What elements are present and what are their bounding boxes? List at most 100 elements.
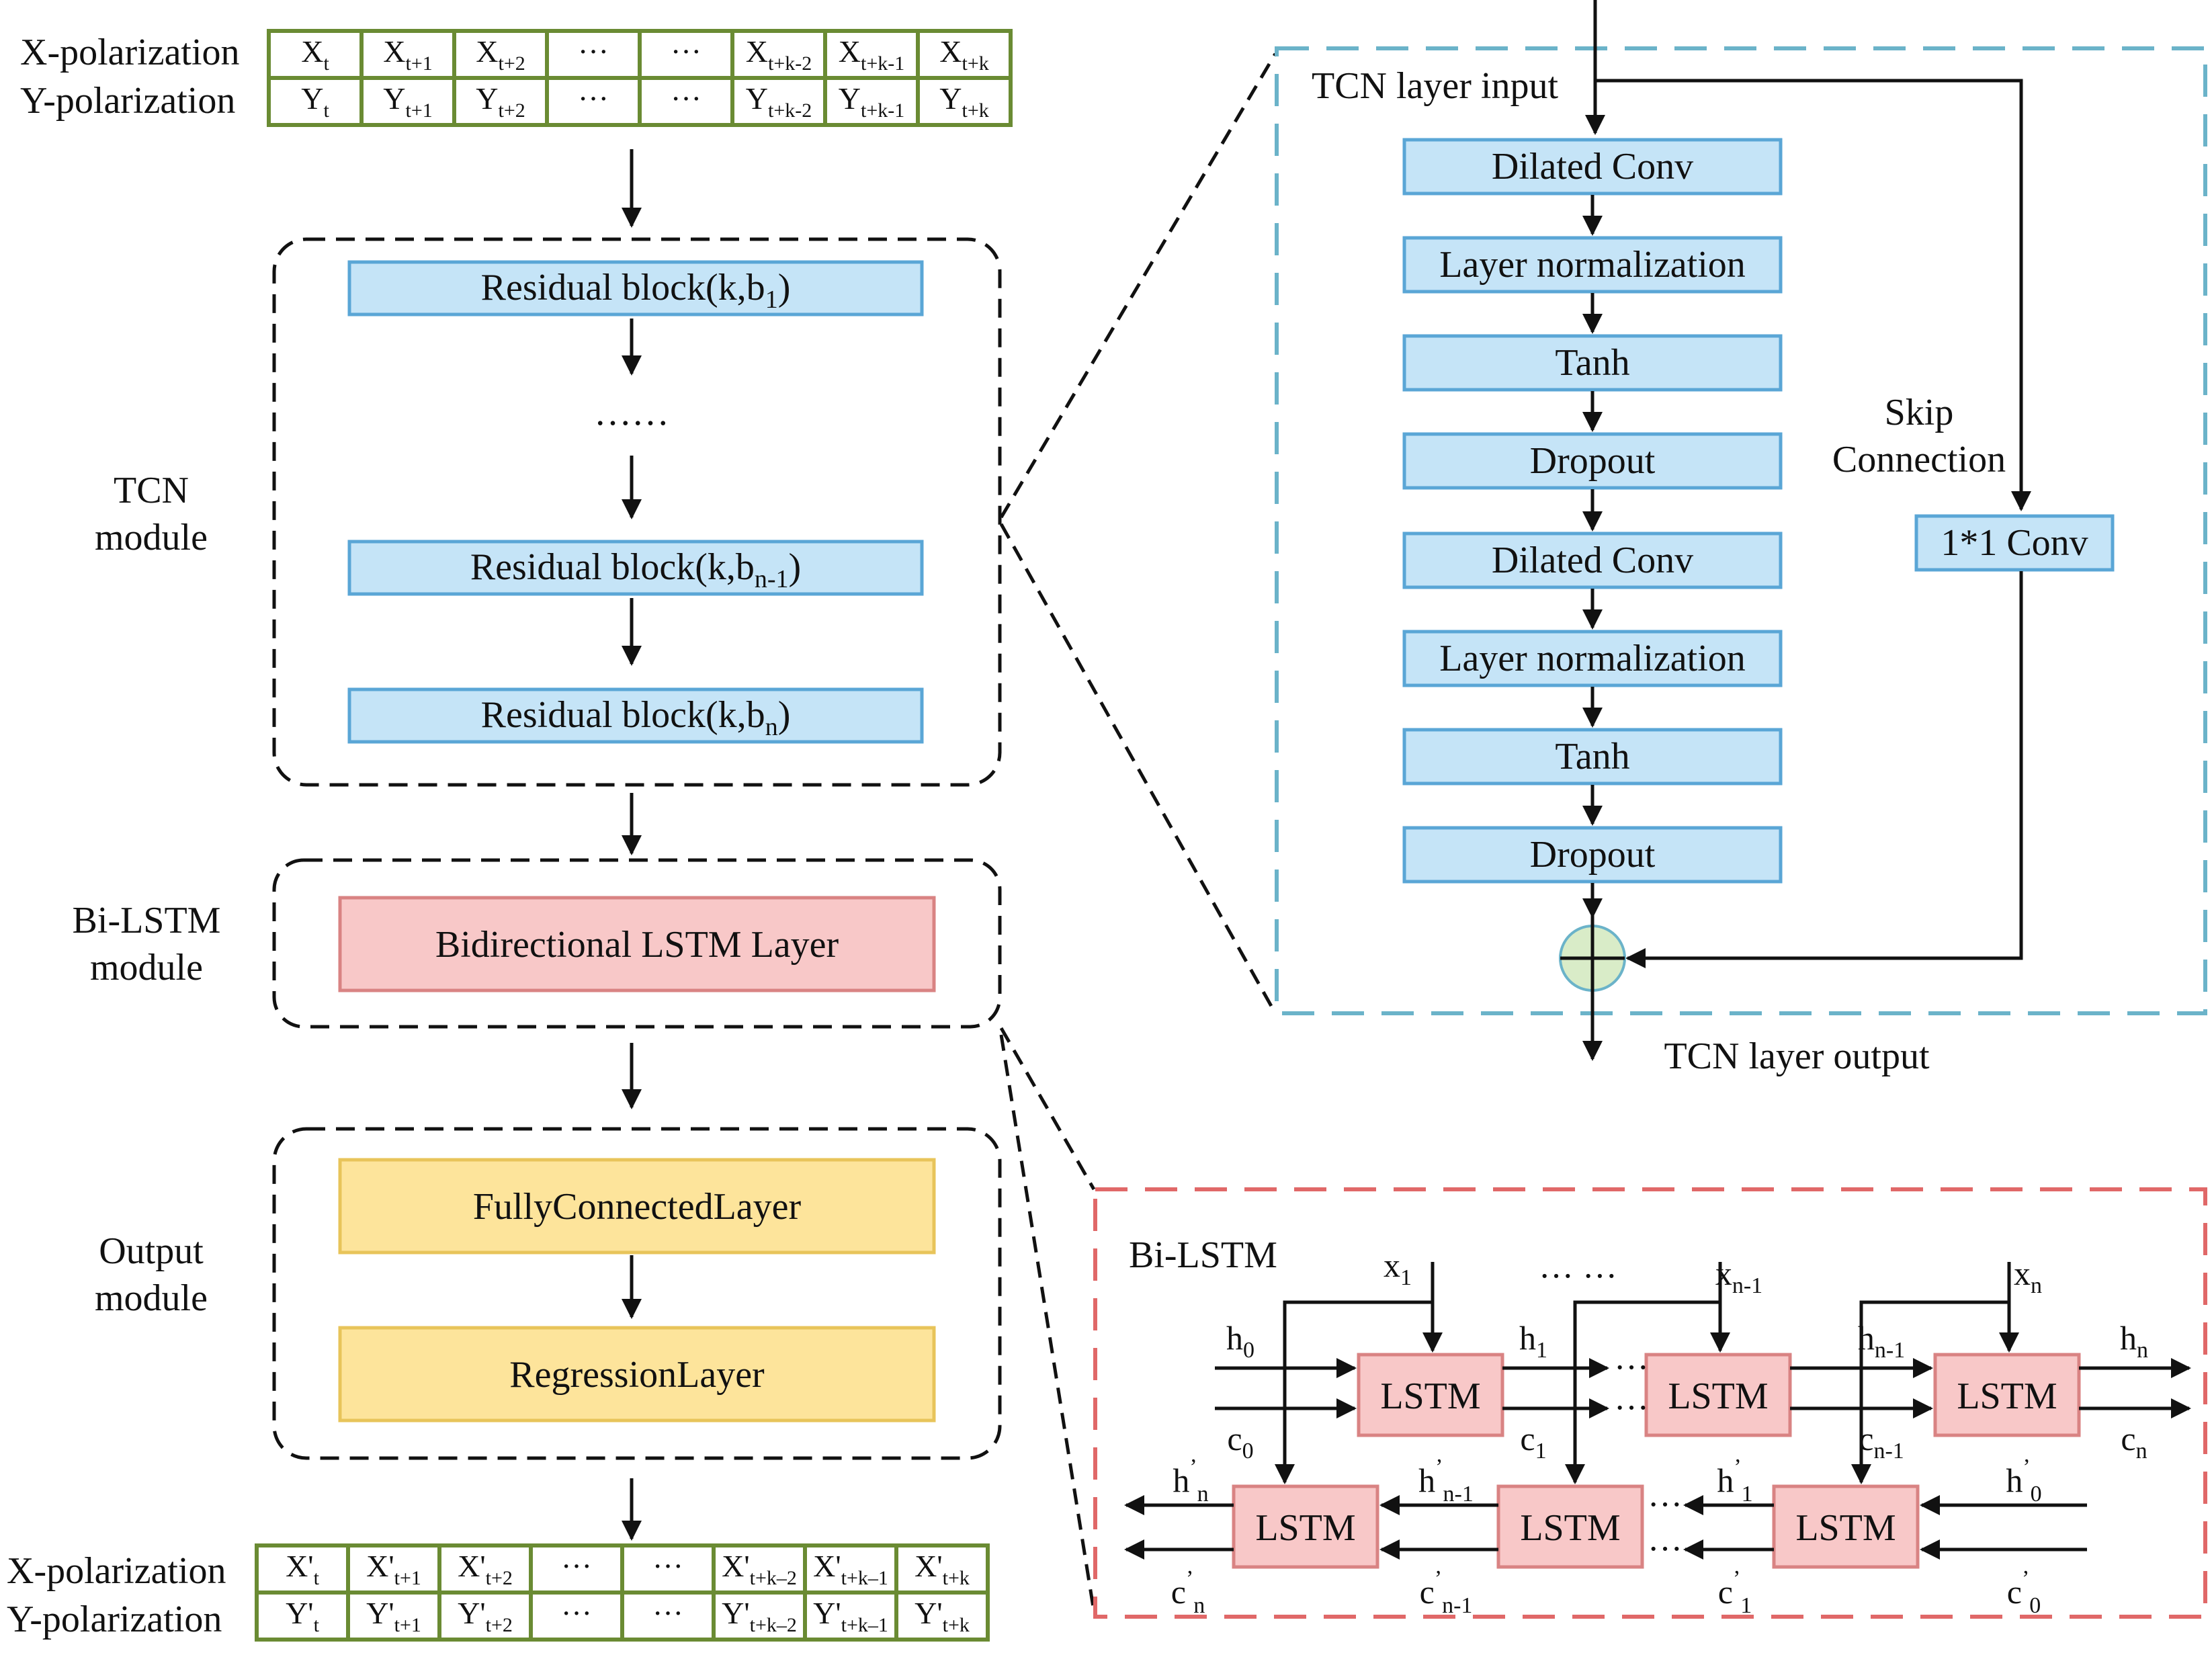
forward-dots-h: ··· [1614,1349,1649,1387]
forward-dots-c: ··· [1614,1389,1649,1427]
backward-dots-h: ··· [1648,1486,1683,1524]
output-table-cell-text: Y't+k–2 [722,1596,797,1636]
backward-cn-label: c’n [1171,1566,1205,1618]
tcn-module-frame [272,237,1002,787]
input-table-cell-text: Yt+1 [383,81,433,122]
tcn-step-box [1402,826,1783,884]
bilstm-detail-frame [1093,1187,2207,1619]
tcn-layer-input-label: TCN layer input [1312,65,1558,107]
input-table-cell [916,29,1013,80]
input-table-cell-text: Xt+k-2 [746,34,812,75]
cn1-label: cn-1 [1859,1420,1904,1463]
tcn-detail-frame [1275,46,2207,1015]
input-table-cell-text: Yt+k [939,81,989,122]
forward-lstm-cell-2-label: LSTM [1668,1375,1768,1417]
h1-label: h1 [1519,1319,1547,1363]
output-module-label-1: Output [99,1230,204,1272]
xn1-label: xn-1 [1715,1255,1762,1298]
backward-c1-label: c’1 [1718,1566,1752,1618]
fully-connected-layer-label: FullyConnectedLayer [473,1186,802,1228]
backward-lstm-cell-1-label: LSTM [1255,1507,1355,1549]
zoom-line-tcn-top [999,52,1277,519]
output-table-cell-text: X't+1 [366,1549,421,1589]
output-table-cell [894,1590,990,1642]
bilstm-detail: Bi-LSTM LSTM LSTM LSTM LSTM LSTM LSTM ··… [1093,1187,2207,1619]
skip-path-return [1625,571,2023,968]
hn-label: hn [2120,1319,2148,1363]
tcn-step-label: Dilated Conv [1492,540,1693,581]
bidirectional-lstm-layer [338,896,936,992]
tcn-step-label: Layer normalization [1439,244,1746,286]
bilstm-detail-title: Bi-LSTM [1129,1234,1277,1276]
input-table-cell-text: ··· [578,81,609,116]
bilstm-module-label-1: Bi-LSTM [73,900,221,941]
output-module-label-2: module [95,1277,208,1319]
backward-hn1-label: h’n-1 [1418,1455,1474,1507]
cn-label: cn [2121,1420,2147,1463]
output-table-cell [803,1543,898,1595]
x1-to-backward [1275,1300,1433,1484]
input-table-cell [823,76,920,127]
backward-c0-label: c’0 [2007,1566,2041,1618]
regression-layer-label: RegressionLayer [509,1354,765,1396]
tcn-step-box [1402,728,1783,786]
tcn-step-box [1402,138,1783,196]
bilstm-module-label-2: module [90,947,203,988]
top-dots: ··· ··· [1539,1257,1617,1296]
forward-lstm-cell-3 [1933,1353,2081,1437]
residual-block-1 [347,260,924,316]
output-table-cell [437,1590,533,1642]
input-row-label-x: X-polarization [20,32,240,73]
output-table-cell [712,1590,807,1642]
input-table-cell-text: Yt+k-2 [746,81,812,122]
backward-h0-label: h’0 [2006,1455,2041,1507]
tcn-module: TCN module Residual block(k,b1) …… Resid… [95,237,1002,787]
residual-block-n-label: Residual block(k,bn) [481,694,791,741]
backward-lstm-cell-2-label: LSTM [1520,1507,1620,1549]
backward-lstm-cell-3-label: LSTM [1795,1507,1896,1549]
output-table-cell [346,1590,441,1642]
zoom-line-tcn-bottom [999,523,1277,1015]
output-table-cell-text: ··· [561,1549,592,1583]
backward-dots-c: ··· [1648,1530,1683,1568]
output-table-cell-text: Y't+k–1 [813,1596,888,1636]
tcn-step-box [1402,432,1783,490]
forward-lstm-cell-1 [1357,1353,1504,1437]
input-table-cell-text: ··· [578,34,609,69]
xn-to-backward [1851,1300,2009,1484]
tcn-module-label-2: module [95,517,208,558]
output-table-cell-text: X't+k–1 [813,1549,888,1589]
tcn-step-label: Dropout [1530,440,1656,482]
backward-lstm-cell-1 [1232,1484,1379,1569]
backward-h1-label: h’1 [1717,1455,1752,1507]
output-table-cell [255,1590,350,1642]
input-table-cell-text: Yt [301,81,329,122]
input-table-cell [452,76,549,127]
residual-block-1-label: Residual block(k,b1) [481,267,791,314]
input-table-cell-text: ··· [671,34,701,69]
bidirectional-lstm-layer-label: Bidirectional LSTM Layer [435,924,839,966]
c0-label: c0 [1227,1420,1253,1463]
output-module-frame [272,1127,1002,1460]
tcn-layer-output-label: TCN layer output [1664,1035,1929,1077]
output-table-cell-text: X't+k [914,1549,970,1589]
output-table-cell-text: X't+2 [458,1549,513,1589]
input-table-cell-text: ··· [671,81,701,116]
backward-cn1-label: c’n-1 [1420,1566,1473,1618]
regression-layer [338,1326,936,1423]
tcn-layer-detail: TCN layer input 1*1 Conv Skip Connection… [1275,0,2207,1077]
output-table-cell-text: Y't [286,1596,320,1636]
input-table-cell-text: Xt+k [939,34,989,75]
input-table-cell-text: Xt+2 [476,34,525,75]
skip-label-2: Connection [1832,439,2006,480]
skip-conv-box [1914,514,2115,572]
fully-connected-layer [338,1158,936,1255]
output-table-cell-text: ··· [652,1596,683,1630]
input-table-cell-text: Yt+2 [476,81,525,122]
skip-path-down [1595,79,2031,511]
output-table-cell-text: Y't+1 [366,1596,421,1636]
backward-hn-label: h’n [1173,1455,1208,1507]
h0-label: h0 [1226,1319,1254,1363]
forward-lstm-cell-2 [1644,1353,1792,1437]
